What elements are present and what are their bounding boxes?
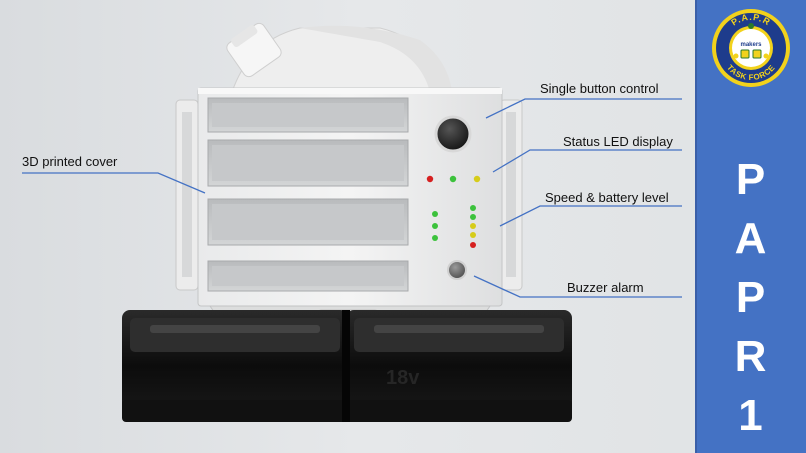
title-sidebar: P A P R 1	[695, 0, 806, 453]
callout-lines	[22, 98, 682, 298]
cover-vent-slots	[207, 97, 409, 292]
title-letter: P	[735, 273, 766, 322]
battery-pack-right: 18v	[346, 310, 572, 422]
lead-line-cover	[22, 172, 206, 194]
title-letter: R	[734, 332, 767, 381]
label-buzzer-alarm: Buzzer alarm	[567, 280, 644, 295]
intake-cap	[226, 22, 282, 78]
papr-task-force-badge: P.A.P.R TASK FORCE makers	[712, 9, 790, 87]
lead-line-speed	[499, 205, 682, 227]
battery-pack-left	[122, 310, 348, 422]
papr-device-illustration: 18v	[122, 22, 572, 422]
battery-leds	[470, 205, 476, 248]
vertical-title: P A P R 1	[695, 150, 806, 445]
speed-leds	[432, 211, 438, 241]
status-leds	[426, 175, 481, 183]
label-status-led-display: Status LED display	[563, 134, 673, 149]
title-letter: A	[734, 214, 767, 263]
buzzer	[447, 260, 467, 280]
control-button	[434, 115, 472, 153]
status-led-yellow	[473, 175, 481, 183]
label-speed-battery-level: Speed & battery level	[545, 190, 669, 205]
lead-line-status	[492, 149, 682, 173]
lead-line-buzzer	[473, 275, 682, 298]
status-led-green	[449, 175, 457, 183]
status-led-red	[426, 175, 434, 183]
title-letter: 1	[738, 391, 763, 440]
badge-center-text: makers	[740, 42, 762, 48]
lead-line-button	[485, 98, 682, 119]
label-single-button-control: Single button control	[540, 81, 659, 96]
battery-voltage-label: 18v	[386, 367, 420, 389]
title-letter: P	[735, 155, 766, 204]
label-3d-printed-cover: 3D printed cover	[22, 154, 118, 169]
